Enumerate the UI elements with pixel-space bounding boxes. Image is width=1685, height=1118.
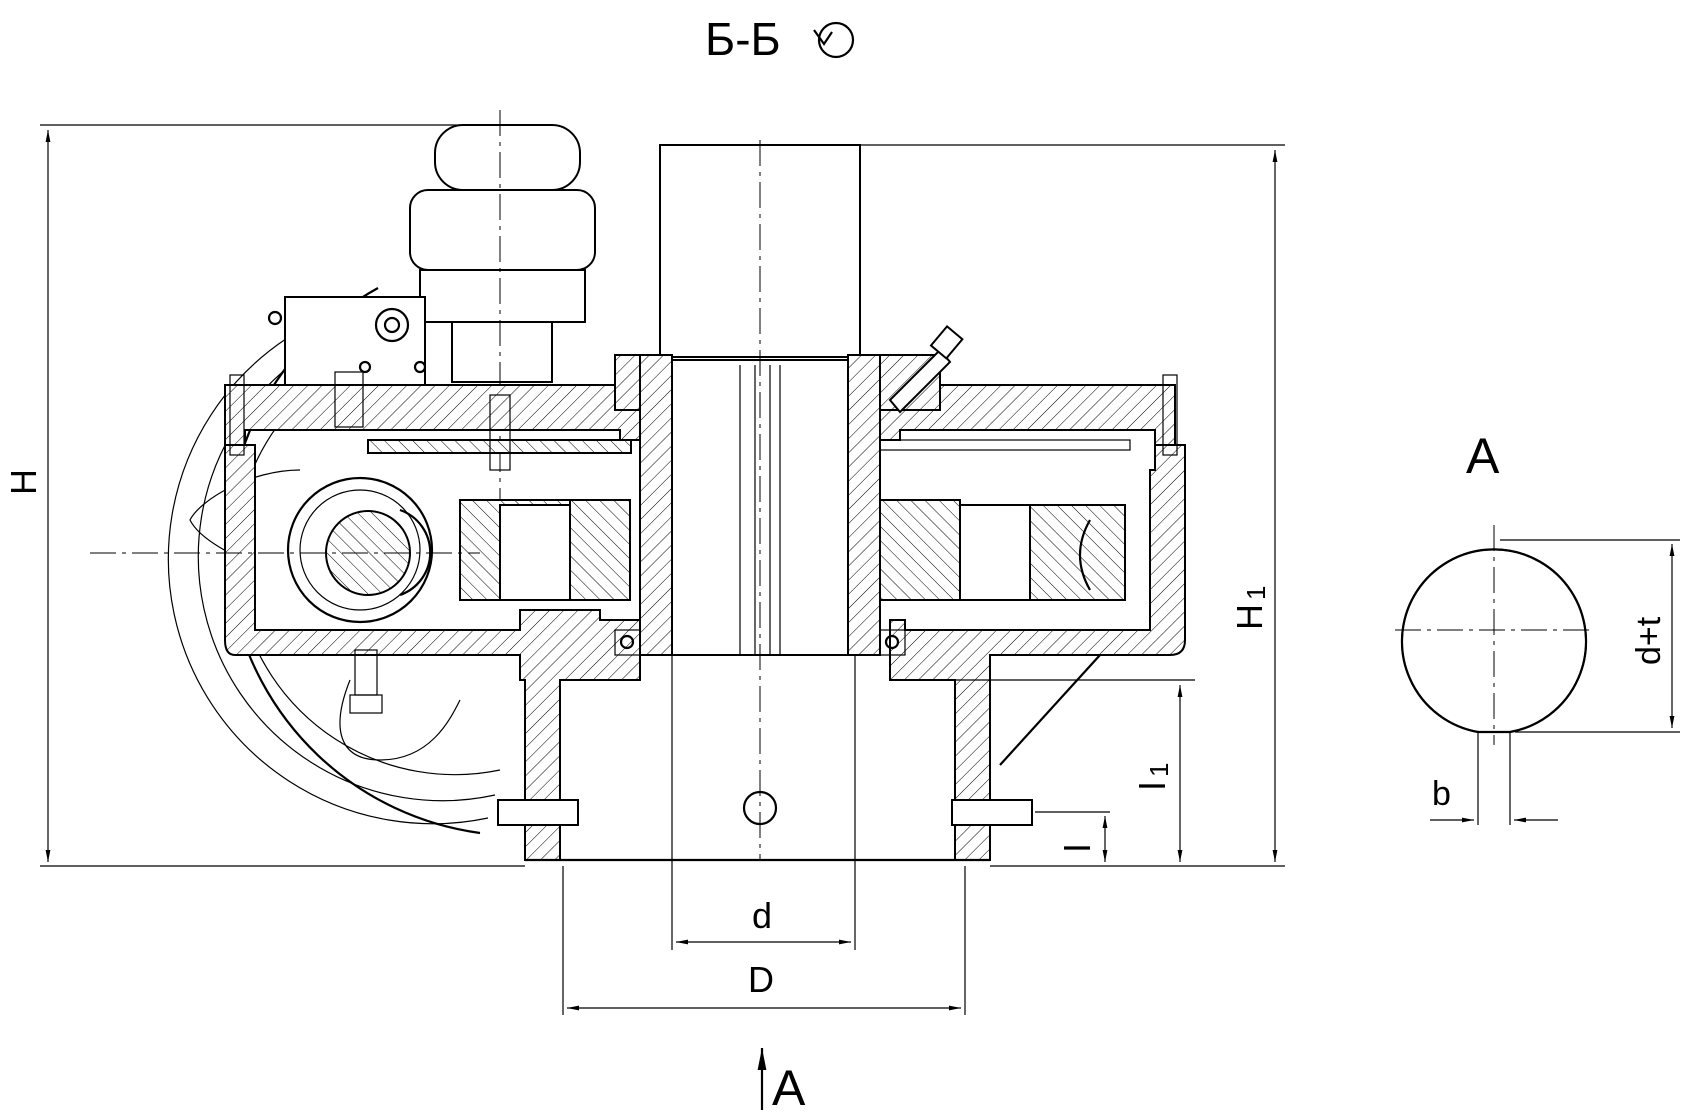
mounting-flanges — [497, 799, 1033, 826]
dim-H-label: H — [3, 469, 44, 495]
view-arrow-label: A — [772, 1060, 806, 1116]
dimension-H1: H 1 — [860, 144, 1285, 867]
section-title-group: Б-Б — [705, 13, 855, 65]
dim-d-plus-t-label: d+t — [1630, 616, 1668, 665]
dim-D-label: D — [748, 959, 774, 1000]
dim-d-label: d — [752, 895, 772, 936]
dim-l1-subscript: 1 — [1144, 763, 1174, 777]
bearings — [614, 629, 906, 656]
rotation-icon — [813, 21, 855, 59]
motor — [267, 110, 596, 530]
dimension-D: D — [562, 866, 966, 1015]
dim-l-label: l — [1057, 844, 1098, 852]
dimension-l: l — [1035, 811, 1110, 862]
view-arrow-A: A — [757, 1048, 806, 1116]
central-sleeve — [639, 140, 881, 860]
grease-nipple — [888, 324, 964, 414]
dim-l1-label: l — [1132, 782, 1173, 790]
dimension-d: d — [671, 655, 856, 950]
dim-H1-label: H — [1229, 604, 1270, 630]
bolts — [229, 371, 1178, 714]
view-A-title: A — [1466, 428, 1500, 484]
dim-b-label: b — [1432, 775, 1451, 813]
worm-wheel — [459, 499, 1126, 601]
section-title: Б-Б — [705, 13, 781, 65]
detail-view-A: A d+t b — [1395, 428, 1680, 825]
dimension-l1: l 1 — [905, 679, 1195, 862]
dim-H1-subscript: 1 — [1241, 586, 1271, 600]
worm-shaft — [90, 476, 480, 624]
dimension-H: H — [3, 124, 525, 867]
